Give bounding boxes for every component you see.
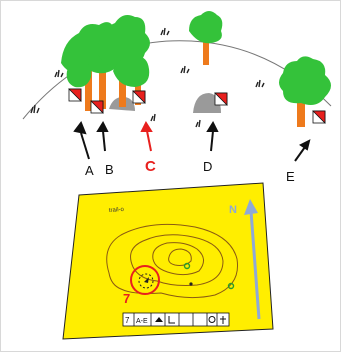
dot-feature (189, 282, 193, 286)
north-arrow: N (229, 199, 261, 320)
arrow-d (206, 120, 219, 152)
control-dashed-circle (138, 273, 154, 289)
marker-label-d: D (203, 159, 212, 174)
arrow-b (96, 120, 109, 152)
contour-lines (106, 223, 239, 299)
flag-a (68, 88, 82, 102)
flag-e (312, 110, 326, 124)
map-title: trail-o (109, 207, 125, 214)
control-red-circle (130, 265, 160, 295)
map-sheet (62, 182, 274, 340)
orienteering-map: trail-o 7 N (62, 182, 274, 340)
grass-tufts (30, 27, 265, 128)
description-cell-choices: A-E (136, 318, 148, 325)
flag-c (132, 90, 146, 104)
north-label: N (229, 204, 237, 216)
green-feature-2 (227, 282, 235, 290)
person-symbol-icon (220, 316, 226, 324)
marker-label-a: A (85, 163, 94, 178)
flag-b (90, 100, 104, 114)
tree-right (279, 56, 331, 127)
tree-cluster-left (61, 15, 150, 111)
control-pointer (144, 277, 149, 283)
arrow-c (140, 120, 153, 152)
flag-symbol-icon (208, 316, 216, 323)
marker-label-c: C (145, 158, 156, 175)
arrow-a (73, 120, 90, 160)
marker-label-b: B (105, 162, 114, 177)
green-feature-1 (183, 262, 191, 270)
feature-symbol-icon (155, 317, 163, 322)
control-number: 7 (123, 291, 130, 306)
tree-top-center (189, 11, 223, 65)
flag-d (214, 92, 228, 106)
description-cell-number: 7 (125, 316, 130, 325)
marker-label-e: E (286, 169, 295, 184)
position-symbol-icon (168, 316, 175, 324)
arrow-e (294, 139, 311, 162)
pointer-arrows (73, 120, 311, 162)
description-strip: 7 A-E (122, 312, 230, 327)
rock-right (193, 93, 221, 113)
control-flags (68, 88, 326, 124)
